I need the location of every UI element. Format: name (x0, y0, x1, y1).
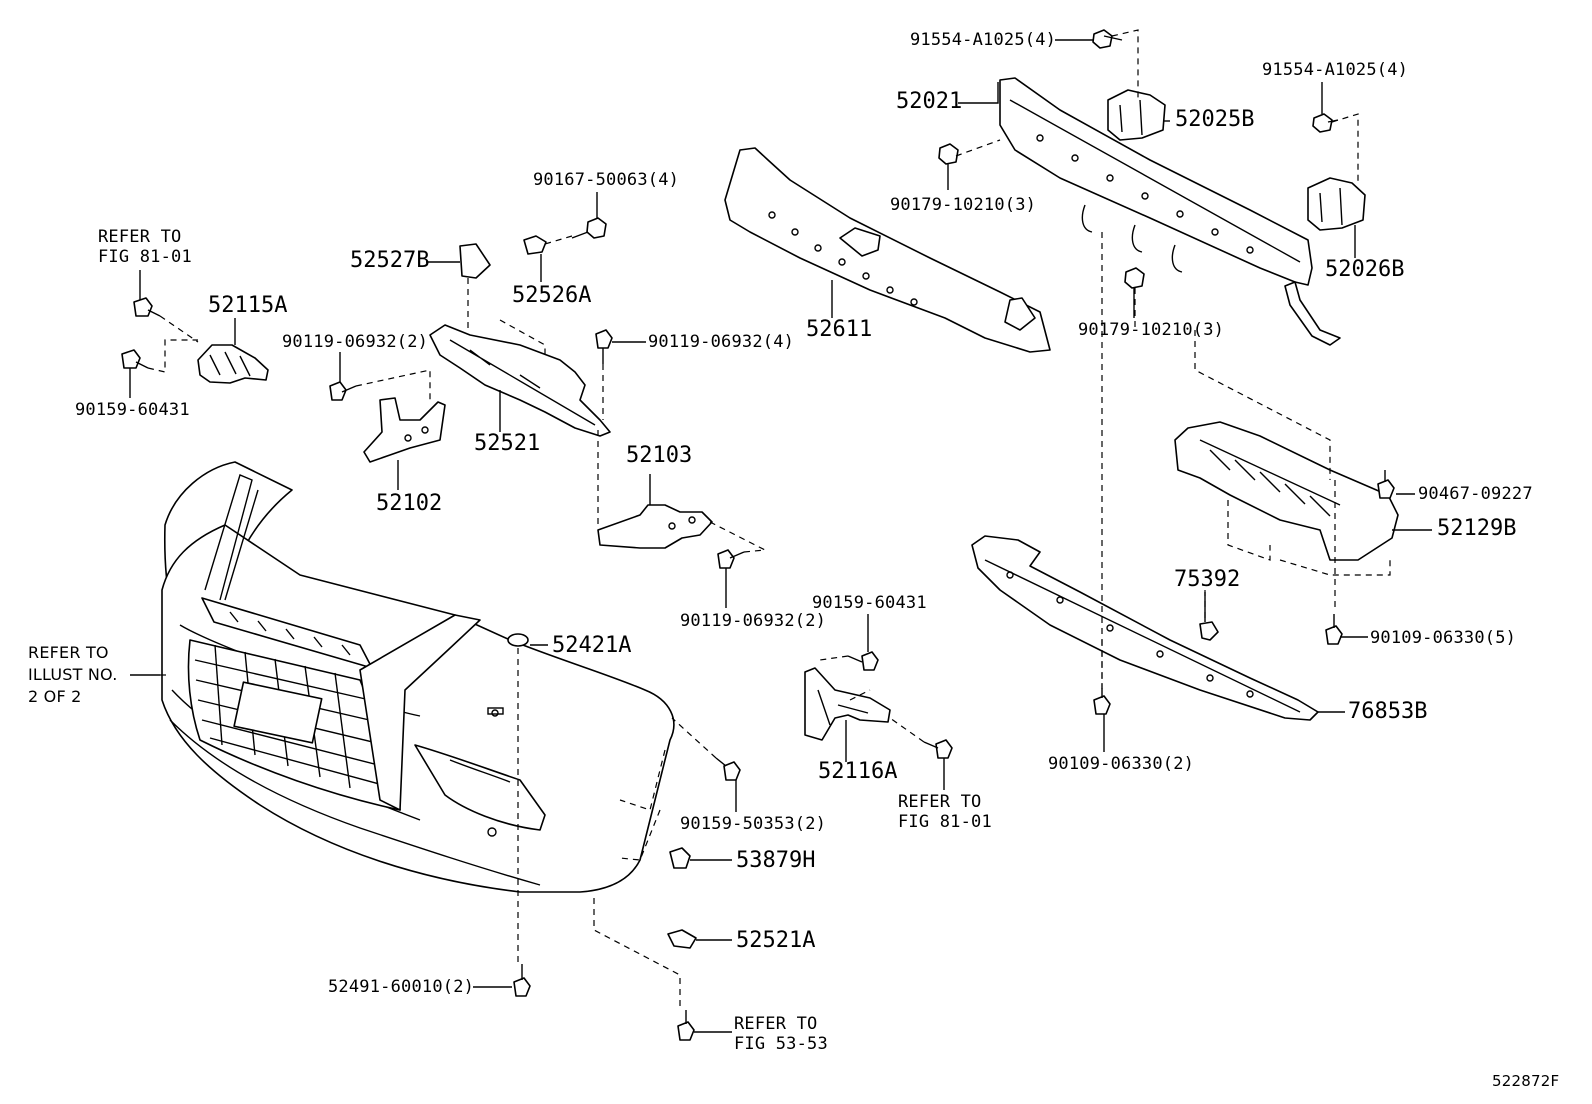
label-91554-top: 91554-A1025(4) (910, 30, 1057, 50)
note-illust-2-of-2: REFER TO ILLUST NO. 2 OF 2 (28, 643, 118, 706)
note-fig-53-53: REFER TO FIG 53-53 (734, 1014, 828, 1054)
label-52026b: 52026B (1325, 257, 1405, 282)
drawing-number: 522872F (1492, 1072, 1560, 1090)
label-52129b: 52129B (1437, 516, 1517, 541)
label-90167: 90167-50063(4) (533, 170, 680, 190)
label-52521a: 52521A (736, 928, 816, 953)
label-52025b: 52025B (1175, 107, 1255, 132)
label-90159-60431-mid: 90159-60431 (812, 593, 927, 613)
part-52526a (523, 235, 547, 255)
label-52421a: 52421A (552, 633, 632, 658)
label-90109-2: 90109-06330(2) (1048, 754, 1195, 774)
clip-75392 (1199, 621, 1219, 641)
label-52521: 52521 (474, 431, 541, 456)
label-90159-60431-left: 90159-60431 (75, 400, 190, 420)
bracket-52103 (597, 504, 713, 549)
note-fig-81-01-left: REFER TO FIG 81-01 (98, 227, 192, 267)
label-52527b: 52527B (350, 248, 430, 273)
extension-52025b (1107, 89, 1166, 141)
label-90119-4: 90119-06932(4) (648, 332, 795, 352)
label-90467: 90467-09227 (1418, 484, 1533, 504)
bracket-52102 (363, 397, 446, 463)
label-52102: 52102 (376, 491, 443, 516)
label-52115a: 52115A (208, 293, 288, 318)
label-76853b: 76853B (1348, 699, 1428, 724)
label-75392: 75392 (1174, 567, 1241, 592)
label-53879h: 53879H (736, 848, 816, 873)
bumper-cover (161, 461, 675, 893)
label-91554-right: 91554-A1025(4) (1262, 60, 1409, 80)
extension-52026b (1307, 177, 1366, 231)
label-90119-2: 90119-06932(2) (282, 332, 429, 352)
bracket-52116a (804, 667, 891, 741)
part-52527b (459, 243, 491, 279)
label-90119-2b: 90119-06932(2) (680, 611, 827, 631)
label-52103: 52103 (626, 443, 693, 468)
fasteners (121, 29, 1395, 1041)
assembly-lines (147, 29, 1391, 1010)
label-52611: 52611 (806, 317, 873, 342)
label-52526a: 52526A (512, 283, 592, 308)
label-90179-right: 90179-10210(3) (1078, 320, 1225, 340)
label-90109-5: 90109-06330(5) (1370, 628, 1517, 648)
bracket-52115a (197, 344, 269, 384)
label-52021: 52021 (896, 89, 963, 114)
label-52491: 52491-60010(2) (328, 977, 475, 997)
label-52116a: 52116A (818, 759, 898, 784)
label-90179-left: 90179-10210(3) (890, 195, 1037, 215)
reinforcement-76853b (971, 535, 1319, 721)
leader-lines (129, 39, 1432, 1033)
under-cover-52129b (1174, 421, 1399, 561)
absorber-52611 (724, 147, 1051, 353)
note-fig-81-01-mid: REFER TO FIG 81-01 (898, 792, 992, 832)
label-90159-50353: 90159-50353(2) (680, 814, 827, 834)
